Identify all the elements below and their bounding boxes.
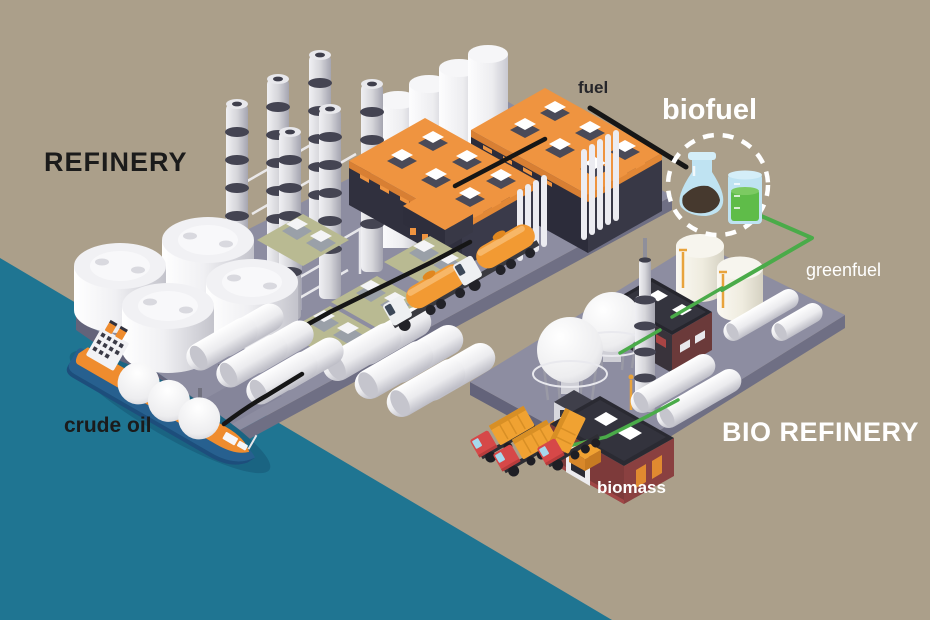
dump-truck-tipping (537, 408, 601, 471)
fuel-pipeline (587, 105, 689, 170)
hvac-unit (387, 131, 516, 207)
building-pipe-columns (581, 130, 619, 240)
greenfuel-pipeline (720, 210, 814, 292)
lng-dome (117, 362, 160, 405)
equipment-pad (257, 214, 349, 266)
dump-truck (470, 405, 537, 463)
crude-oil-pipeline (221, 371, 305, 427)
ship-funnel (115, 327, 127, 340)
biofuel-badge (665, 132, 771, 238)
lng-dome (178, 397, 221, 440)
storage-tanks (74, 217, 298, 400)
ship-superstructure (86, 319, 129, 371)
erlenmeyer-flask-icon (679, 152, 724, 216)
bio-refinery-label: BIO REFINERY (722, 417, 920, 447)
horizontal-cylinders-dock (186, 303, 344, 405)
fuel-label: fuel (578, 78, 609, 97)
beaker-icon (728, 170, 762, 224)
crude-oil-label: crude oil (64, 414, 152, 437)
biofuel-label: biofuel (662, 94, 758, 126)
bio-vessels (630, 289, 823, 428)
ship-funnel (104, 321, 117, 334)
dashed-circle (665, 132, 771, 238)
greenfuel-label: greenfuel (806, 260, 882, 280)
distillation-column (318, 104, 342, 299)
building-annex (403, 190, 473, 248)
horizontal-cylinders-refinery (322, 307, 496, 417)
bio-tank (676, 234, 724, 302)
tanker-truck (453, 224, 540, 291)
refinery-building-b (471, 88, 662, 253)
sphere-tank (532, 317, 608, 403)
lng-dome (147, 379, 190, 422)
refinery-label: REFINERY (44, 147, 188, 177)
oil-tanker-ship (66, 319, 305, 474)
dump-truck (493, 419, 560, 477)
tanker-truck (383, 264, 470, 331)
bio-tank (717, 256, 763, 322)
greenfuel-plant-pipes (558, 286, 724, 450)
refinery-building-a (349, 118, 547, 268)
biomass-label: biomass (597, 478, 666, 497)
